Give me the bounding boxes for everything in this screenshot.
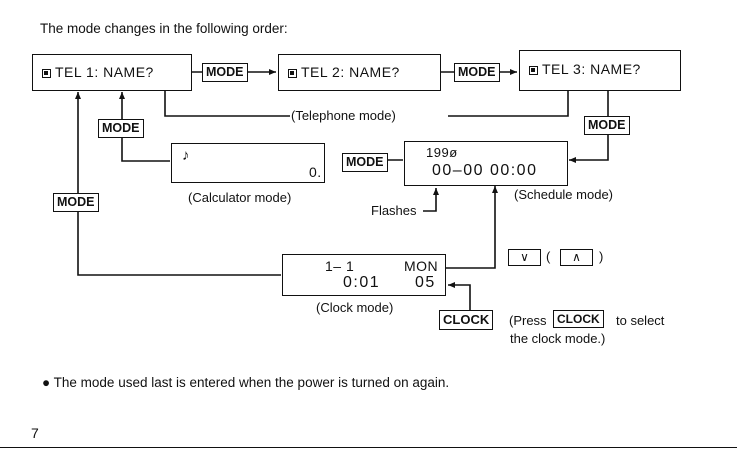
mode-key: MODE — [584, 116, 630, 135]
press-note-start: (Press — [509, 313, 547, 328]
mode-key: MODE — [98, 119, 144, 138]
arrow-clock-tel1 — [75, 92, 281, 276]
schedule-time: 00–00 00:00 — [432, 162, 538, 179]
down-key: ∨ — [508, 249, 541, 266]
clock-date: 1– 1 — [325, 258, 355, 274]
clock-display: 1– 1 MON 0:01 05 — [282, 254, 446, 296]
tel1-label: TEL 1: NAME? — [55, 64, 154, 80]
arrow-calc-tel1 — [119, 92, 170, 162]
tel3-display: TEL 3: NAME? — [519, 50, 681, 91]
mode-key: MODE — [454, 63, 500, 82]
mode-key: MODE — [342, 153, 388, 172]
mode-key: MODE — [53, 193, 99, 212]
calc-value: 0. — [309, 164, 322, 180]
mode-key: MODE — [202, 63, 248, 82]
tel1-display: TEL 1: NAME? — [32, 54, 192, 91]
tel3-label: TEL 3: NAME? — [542, 61, 641, 77]
clock-day: MON — [404, 258, 439, 274]
memo-icon — [529, 66, 538, 75]
calculator-mode-label: (Calculator mode) — [188, 190, 292, 205]
paren-close: ) — [599, 249, 604, 264]
up-key: ∧ — [560, 249, 593, 266]
calculator-display: ♪ 0. — [171, 143, 325, 183]
chevron-down-icon: ∨ — [520, 250, 529, 264]
flashes-label: Flashes — [371, 203, 417, 218]
flashes-pointer — [423, 188, 439, 212]
press-note-end: to select — [616, 313, 665, 328]
bullet-note: ● The mode used last is entered when the… — [42, 375, 450, 390]
tel3-line: TEL 3: NAME? — [529, 61, 641, 77]
tel2-display: TEL 2: NAME? — [278, 54, 441, 91]
arrow-clock-key — [448, 282, 471, 310]
clock-seconds: 05 — [415, 274, 436, 291]
intro-text: The mode changes in the following order: — [40, 21, 288, 36]
page-number: 7 — [31, 425, 39, 441]
memo-icon — [42, 69, 51, 78]
music-note-icon: ♪ — [182, 147, 190, 164]
bottom-rule — [0, 447, 737, 449]
clock-time: 0:01 — [343, 274, 381, 291]
chevron-up-icon: ∧ — [572, 250, 581, 264]
tel2-label: TEL 2: NAME? — [301, 64, 400, 80]
arrow-clock-schedule — [445, 186, 498, 269]
tel2-line: TEL 2: NAME? — [288, 64, 400, 80]
arrow-tel3-schedule — [569, 90, 609, 163]
memo-icon — [288, 69, 297, 78]
clock-key: CLOCK — [439, 310, 494, 330]
clock-mode-label: (Clock mode) — [316, 300, 394, 315]
telephone-mode-label: (Telephone mode) — [291, 108, 396, 123]
clock-key-inline: CLOCK — [553, 310, 604, 328]
paren-open: ( — [546, 249, 551, 264]
schedule-display: 199ø 00–00 00:00 — [404, 141, 568, 186]
press-note-line2: the clock mode.) — [510, 331, 606, 346]
tel1-line: TEL 1: NAME? — [42, 64, 154, 80]
tel-bracket-left — [164, 90, 290, 117]
tel-bracket-right — [448, 90, 569, 117]
schedule-year: 199ø — [426, 145, 458, 160]
schedule-mode-label: (Schedule mode) — [514, 187, 613, 202]
